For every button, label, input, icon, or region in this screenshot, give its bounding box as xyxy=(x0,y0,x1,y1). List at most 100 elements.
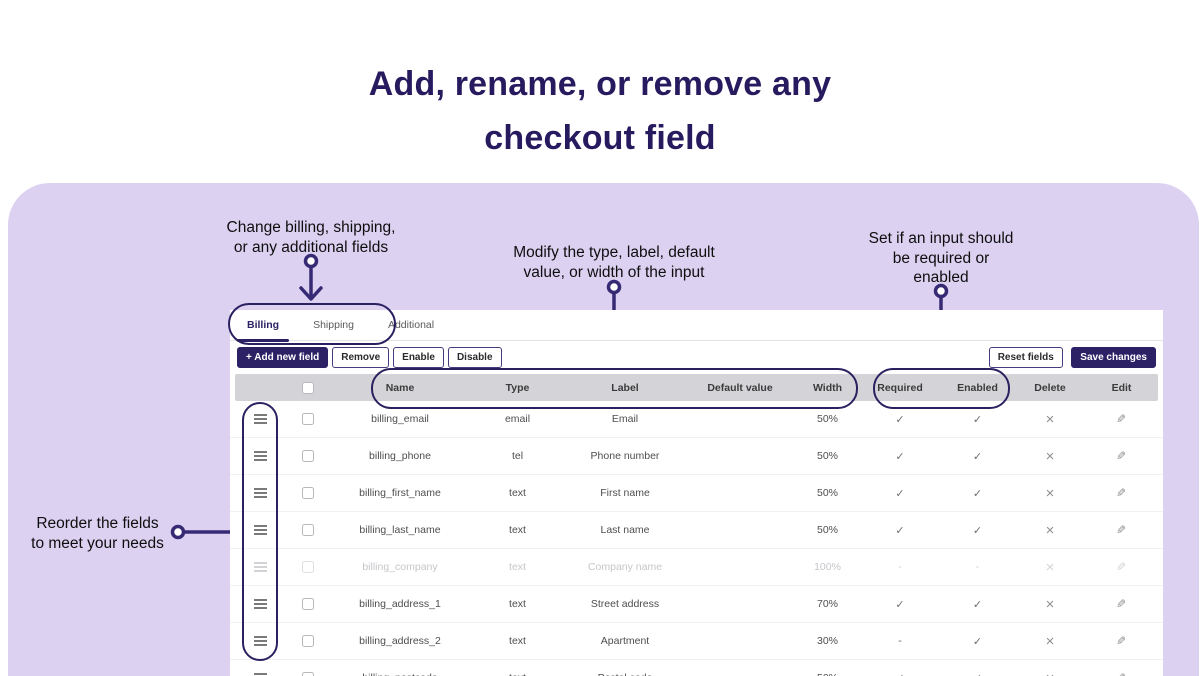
drag-handle-icon[interactable] xyxy=(253,562,267,572)
field-enabled: ✓ xyxy=(940,623,1015,659)
field-enabled: - xyxy=(940,549,1015,585)
check-icon: ✓ xyxy=(972,487,983,500)
field-width: 50% xyxy=(816,413,838,425)
row-checkbox[interactable] xyxy=(301,450,314,462)
field-required: - xyxy=(860,623,940,659)
delete-icon[interactable]: × xyxy=(1046,671,1055,676)
page-title-line1: Add, rename, or remove any xyxy=(368,65,832,103)
drag-handle-icon[interactable] xyxy=(253,525,267,535)
field-type: text xyxy=(509,561,526,573)
field-name: billing_email xyxy=(371,413,429,425)
row-checkbox[interactable] xyxy=(301,561,314,573)
field-label: Email xyxy=(611,413,639,425)
header-edit: Edit xyxy=(1111,381,1132,394)
delete-icon[interactable]: × xyxy=(1045,447,1055,465)
note-tabs-line1: Change billing, shipping, xyxy=(226,219,396,236)
highlight-outline-drag-handles xyxy=(242,402,278,661)
edit-icon[interactable]: ✎ xyxy=(1116,449,1127,463)
field-required: ✓ xyxy=(860,438,940,474)
field-label: Phone number xyxy=(590,450,660,462)
edit-icon[interactable]: ✎ xyxy=(1116,412,1127,426)
edit-icon[interactable]: ✎ xyxy=(1116,486,1127,500)
header-name: Name xyxy=(385,381,415,394)
highlight-outline-required-enabled xyxy=(873,368,1010,409)
remove-button[interactable]: Remove xyxy=(332,347,390,368)
field-width: 70% xyxy=(816,598,838,610)
add-new-field-button[interactable]: + Add new field xyxy=(237,347,329,368)
check-icon: ✓ xyxy=(895,598,905,611)
field-default-value xyxy=(685,586,795,622)
edit-icon[interactable]: ✎ xyxy=(1116,597,1127,611)
header-label: Label xyxy=(611,381,639,394)
field-width: 50% xyxy=(816,450,838,462)
edit-icon[interactable]: ✎ xyxy=(1116,671,1126,676)
edit-icon[interactable]: ✎ xyxy=(1116,523,1127,537)
reset-fields-button[interactable]: Reset fields xyxy=(988,347,1063,368)
checkout-editor-card: Billing Shipping Additional + Add new fi… xyxy=(230,310,1163,676)
edit-icon[interactable]: ✎ xyxy=(1116,560,1127,574)
note-required-line2: be required or xyxy=(892,249,990,267)
row-checkbox[interactable] xyxy=(301,598,314,610)
delete-icon[interactable]: × xyxy=(1045,595,1055,613)
drag-handle-icon[interactable] xyxy=(253,451,267,461)
field-default-value xyxy=(685,475,795,511)
check-icon: ✓ xyxy=(972,450,983,463)
field-label: Apartment xyxy=(600,635,650,647)
field-enabled: ✓ xyxy=(940,512,1015,548)
note-reorder-line2: to meet your needs xyxy=(31,534,164,552)
drag-handle-icon[interactable] xyxy=(253,673,267,676)
delete-icon[interactable]: × xyxy=(1045,410,1055,428)
field-type: text xyxy=(509,524,526,536)
check-icon: ✓ xyxy=(895,487,905,500)
row-checkbox[interactable] xyxy=(301,524,314,536)
check-icon: ✓ xyxy=(895,413,905,426)
row-checkbox[interactable] xyxy=(301,635,314,647)
field-enabled: ✓ xyxy=(940,586,1015,622)
header-width: Width xyxy=(812,381,843,394)
page-title-line2: checkout field xyxy=(484,119,716,157)
field-enabled: ✓ xyxy=(940,475,1015,511)
drag-handle-icon[interactable] xyxy=(253,488,267,498)
note-required: Set if an input should be required or en… xyxy=(851,229,1031,288)
edit-icon[interactable]: ✎ xyxy=(1116,634,1127,648)
field-label: Last name xyxy=(600,524,650,536)
row-checkbox[interactable] xyxy=(301,413,314,425)
page-title: Add, rename, or remove any checkout fiel… xyxy=(0,57,1200,165)
dash-icon: - xyxy=(975,561,980,573)
delete-icon[interactable]: × xyxy=(1045,521,1055,539)
delete-icon[interactable]: × xyxy=(1045,558,1055,576)
field-default-value xyxy=(685,623,795,659)
check-icon: ✓ xyxy=(895,672,904,676)
delete-icon[interactable]: × xyxy=(1045,632,1055,650)
field-required: ✓ xyxy=(860,660,940,676)
note-required-line1: Set if an input should xyxy=(868,230,1014,247)
fields-table: Name Type Label Default value Width Requ… xyxy=(230,374,1163,676)
field-required: ✓ xyxy=(860,512,940,548)
field-name: billing_address_1 xyxy=(359,598,441,610)
header-drag-column xyxy=(235,374,285,401)
field-type: text xyxy=(509,598,526,610)
field-label: Company name xyxy=(587,561,663,573)
field-label: First name xyxy=(600,487,650,499)
check-icon: ✓ xyxy=(973,672,982,676)
disable-button[interactable]: Disable xyxy=(447,347,502,368)
field-name: billing_address_2 xyxy=(359,635,441,647)
tab-billing[interactable]: Billing xyxy=(237,310,290,342)
enable-button[interactable]: Enable xyxy=(393,347,444,368)
field-type: text xyxy=(509,635,526,647)
select-all-checkbox[interactable] xyxy=(301,381,314,394)
delete-icon[interactable]: × xyxy=(1045,484,1055,502)
row-checkbox[interactable] xyxy=(301,487,314,499)
field-enabled: ✓ xyxy=(940,401,1015,437)
tab-shipping[interactable]: Shipping xyxy=(313,319,354,331)
tab-additional[interactable]: Additional xyxy=(387,319,435,331)
row-checkbox[interactable] xyxy=(301,672,314,676)
note-columns: Modify the type, label, default value, o… xyxy=(492,243,736,282)
save-changes-button[interactable]: Save changes xyxy=(1071,347,1156,368)
drag-handle-icon[interactable] xyxy=(253,599,267,609)
